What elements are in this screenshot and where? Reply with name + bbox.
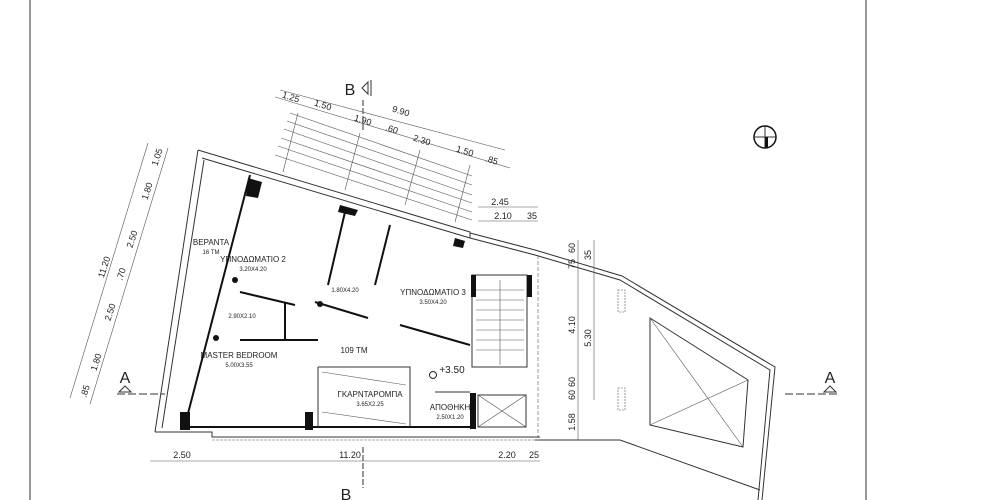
room-name-veranda: ΒΕΡΑΝΤΑ <box>193 238 230 247</box>
dim-bottom-1: 11.20 <box>339 450 361 460</box>
room-name-wardrobe: ΓΚΑΡΝΤΑΡΟΜΠΑ <box>337 390 403 399</box>
room-size-master-bedroom: 5.00X3.55 <box>225 363 253 369</box>
room-size-bathroom: 1.80X4.20 <box>331 288 359 294</box>
section-marker-b-bottom: B <box>341 447 364 500</box>
section-marker-a-left: A <box>117 370 165 395</box>
svg-text:B: B <box>345 82 356 99</box>
dim-right-3: 60 <box>567 377 577 387</box>
dim-bottom-3: 25 <box>529 450 539 460</box>
level-label: +3.50 <box>439 365 465 376</box>
dim-right-5: 1.58 <box>567 413 577 431</box>
dim-right-outer-0: 35 <box>583 250 593 260</box>
dim-top-right-2: 35 <box>527 211 537 221</box>
room-name-storage: ΑΠΟΘΗΚΗ <box>430 403 471 412</box>
dim-bottom-0: 2.50 <box>173 450 191 460</box>
sheet-frame <box>29 0 867 500</box>
level-marker: +3.50 <box>429 365 465 379</box>
svg-text:B: B <box>341 487 352 500</box>
room-size-bedroom-2: 3.20X4.20 <box>239 267 267 273</box>
building-walls <box>154 149 540 441</box>
svg-text:A: A <box>825 370 836 387</box>
right-dimensions: 60 75 4.10 60 60 1.58 35 5.30 <box>567 240 595 440</box>
section-marker-b-top: B <box>345 80 372 132</box>
dim-right-4: 60 <box>567 390 577 400</box>
dim-left-2: 2.50 <box>103 302 118 322</box>
room-area-veranda: 16 TM <box>203 250 220 256</box>
pergola <box>274 112 473 223</box>
total-area-label: 109 TM <box>341 346 368 355</box>
svg-text:A: A <box>120 370 131 387</box>
dim-top-0: 1.25 <box>281 90 301 105</box>
room-name-master-bedroom: MASTER BEDROOM <box>201 351 278 360</box>
top-dimensions: 1.25 1.50 1.90 .60 2.30 1.50 .85 9.90 2.… <box>274 89 538 222</box>
room-size-bedroom-3: 3.50X4.20 <box>419 300 447 306</box>
dim-bottom-2: 2.20 <box>498 450 516 460</box>
dim-top-1: 1.50 <box>313 98 333 113</box>
section-marker-a-right: A <box>785 370 838 395</box>
dim-right-0: 60 <box>567 243 577 253</box>
dim-left-6: 1.05 <box>150 147 165 167</box>
left-dimensions: .85 1.80 2.50 .70 2.50 1.80 1.05 11.20 <box>69 142 169 405</box>
room-size-ensuite: 2.90X2.10 <box>228 314 256 320</box>
staircase <box>471 274 532 428</box>
dim-left-1: 1.80 <box>89 352 104 372</box>
dim-right-1: 75 <box>567 259 577 269</box>
dim-right-outer-1: 5.30 <box>583 329 593 347</box>
dim-top-right-0: 2.45 <box>491 197 509 207</box>
terrace-outline <box>469 232 776 500</box>
dim-top-right-1: 2.10 <box>494 211 512 221</box>
dim-top-4: 2.30 <box>412 133 432 148</box>
dim-right-2: 4.10 <box>567 316 577 334</box>
dim-top-5: 1.50 <box>455 144 475 159</box>
compass-icon <box>753 125 777 149</box>
dim-top-3: .60 <box>384 123 399 136</box>
dim-top-total: 9.90 <box>391 104 411 119</box>
dim-left-4: 2.50 <box>125 229 140 249</box>
dim-top-2: 1.90 <box>353 113 373 128</box>
room-size-wardrobe: 3.65X2.25 <box>356 402 384 408</box>
skylight <box>649 317 749 448</box>
dim-left-3: .70 <box>114 267 127 282</box>
bottom-dimensions: 2.50 11.20 2.20 25 <box>150 450 540 462</box>
room-name-bedroom-2: ΥΠΝΟΔΩΜΑΤΙΟ 2 <box>220 255 286 264</box>
dim-top-6: .85 <box>484 154 499 167</box>
dim-left-0: .85 <box>78 384 91 399</box>
room-name-bedroom-3: ΥΠΝΟΔΩΜΑΤΙΟ 3 <box>400 288 466 297</box>
dim-left-5: 1.80 <box>140 181 155 201</box>
room-size-storage: 2.50X1.20 <box>436 415 464 421</box>
